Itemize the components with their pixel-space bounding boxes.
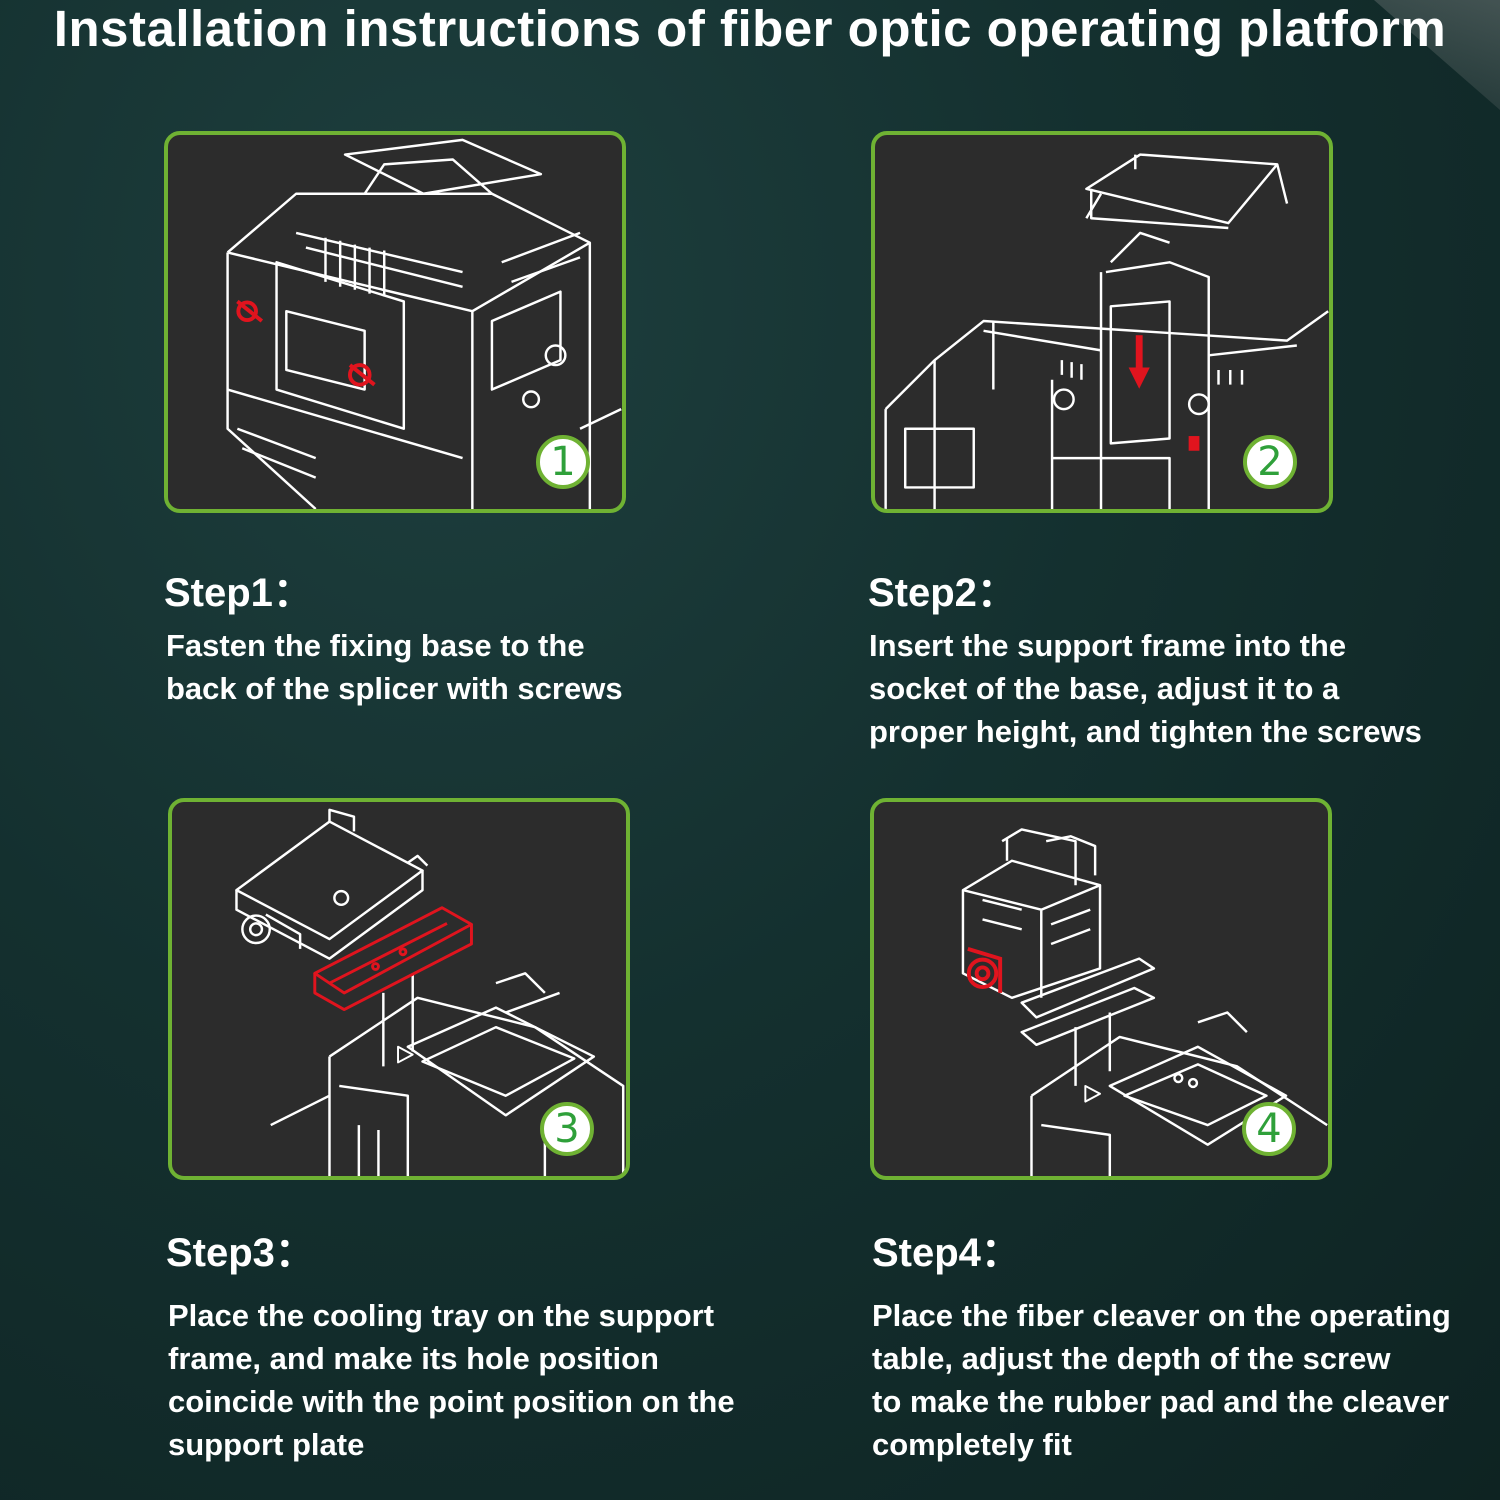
step-1-description: Fasten the fixing base to the back of th… [166, 628, 623, 706]
splicer-back-drawing [226, 138, 622, 509]
step-3-illustration: 3 [168, 798, 630, 1180]
step-number-badge: 4 [1242, 1102, 1296, 1156]
step-4-description: Place the fiber cleaver on the operating… [872, 1298, 1451, 1462]
step-2-illustration: 2 [871, 131, 1333, 513]
step-number-badge: 1 [536, 435, 590, 489]
step-3-description: Place the cooling tray on the support fr… [168, 1298, 735, 1462]
step-4-heading: Step4： [872, 1231, 1021, 1275]
step-2-heading: Step2： [868, 571, 1017, 615]
step-2-description: Insert the support frame into the socket… [869, 628, 1422, 749]
step-number-badge: 3 [540, 1102, 594, 1156]
step-number-badge: 2 [1243, 435, 1297, 489]
page-title: Installation instructions of fiber optic… [53, 0, 1447, 57]
fiber-cleaver-drawing [961, 828, 1328, 1176]
cooling-tray-drawing [235, 808, 625, 1176]
step-3-heading: Step3： [166, 1231, 315, 1275]
step-4-illustration: 4 [870, 798, 1332, 1180]
support-frame-drawing [884, 153, 1329, 509]
step-1-illustration: 1 [164, 131, 626, 513]
step-1-heading: Step1： [164, 571, 313, 615]
